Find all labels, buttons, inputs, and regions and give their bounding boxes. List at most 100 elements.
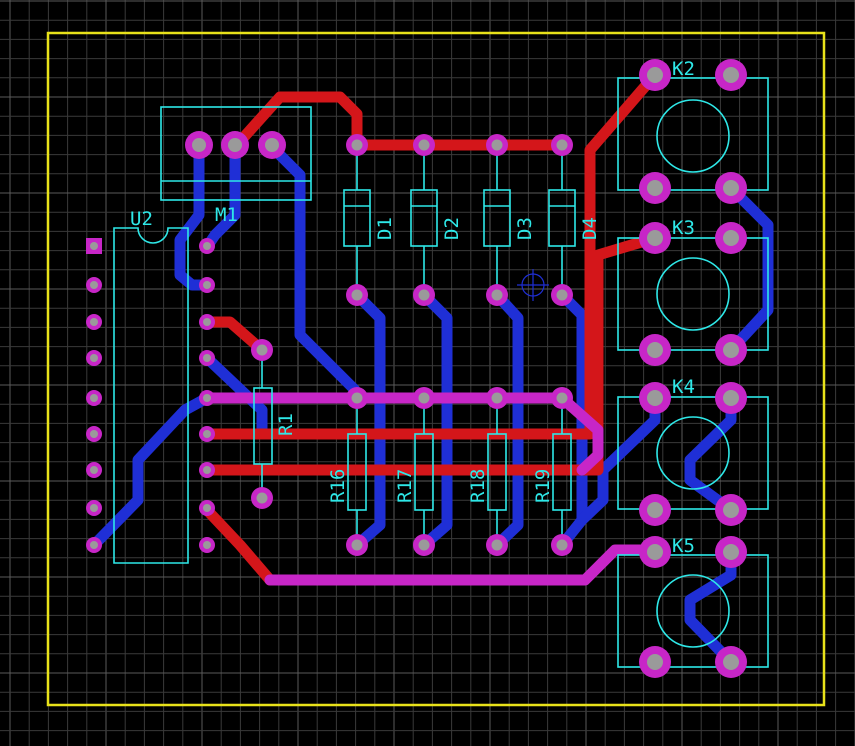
silkscreen-layer	[113, 77, 769, 668]
m1-outline	[160, 106, 312, 201]
u2-pad-hole	[203, 466, 211, 474]
label-u2: U2	[130, 208, 153, 230]
u2-pad-hole	[203, 354, 211, 362]
bottom-trace	[174, 141, 213, 291]
key-pad-hole	[723, 342, 739, 358]
diode-pad-hole	[418, 139, 430, 151]
k3-outline	[617, 237, 769, 351]
bottom-trace	[351, 289, 386, 551]
label-d2: D2	[441, 217, 463, 240]
key-pad-hole	[723, 67, 739, 83]
bottom-trace	[88, 392, 213, 551]
u2-pad-hole	[203, 430, 211, 438]
u2-pad-hole	[90, 394, 98, 402]
r1-outline	[253, 387, 273, 465]
label-r18: R18	[467, 469, 489, 503]
label-m1: M1	[215, 204, 238, 226]
bottom-trace	[418, 289, 453, 551]
u2-pad-hole	[90, 281, 98, 289]
silkscreen-labels: U2 M1 R1 D1 D2 D3 D4 R16 R17 R18 R19 K2 …	[130, 58, 695, 557]
key-pad-hole	[723, 180, 739, 196]
diode-pad-hole	[556, 139, 568, 151]
m1-pad-hole	[192, 138, 206, 152]
r1-pad-hole	[256, 344, 268, 356]
u2-pad-hole	[203, 504, 211, 512]
u2-pad-hole	[90, 318, 98, 326]
resistor-pad-hole	[491, 392, 503, 404]
label-d1: D1	[374, 217, 396, 240]
key-pad-hole	[723, 390, 739, 406]
d3-outline	[483, 145, 511, 295]
key-pad-hole	[723, 544, 739, 560]
resistor-pad-hole	[351, 392, 363, 404]
key-pad-hole	[647, 654, 663, 670]
u2-pad-hole	[203, 281, 211, 289]
diode-pad-hole	[491, 289, 503, 301]
diode-pad-hole	[491, 139, 503, 151]
label-k2: K2	[672, 58, 695, 80]
u2-pad-hole	[90, 430, 98, 438]
magenta-trace	[201, 392, 604, 476]
top-trace	[201, 69, 661, 440]
m1-pad-hole	[228, 138, 242, 152]
top-trace	[229, 91, 363, 153]
u2-outline	[113, 227, 189, 564]
m1-pad-hole	[265, 138, 279, 152]
bottom-trace	[684, 546, 737, 668]
label-r1: R1	[275, 413, 297, 436]
bottom-trace	[266, 141, 361, 404]
u2-pad-hole	[90, 541, 98, 549]
u2-pad-hole	[90, 466, 98, 474]
pads-layer	[86, 59, 747, 678]
u2-pad-hole	[203, 541, 211, 549]
key-pad-hole	[723, 654, 739, 670]
bottom-trace	[201, 352, 268, 438]
r1-pad-hole	[256, 492, 268, 504]
top-trace	[201, 504, 276, 586]
u2-pad-hole	[203, 242, 211, 250]
resistor-pad-hole	[556, 539, 568, 551]
key-pad-hole	[647, 502, 663, 518]
d2-outline	[410, 145, 438, 295]
diode-pad-hole	[351, 139, 363, 151]
key-pad-hole	[647, 390, 663, 406]
diode-pad-hole	[556, 289, 568, 301]
key-pad-hole	[647, 544, 663, 560]
key-pad-hole	[647, 67, 663, 83]
magenta-trace	[264, 544, 661, 586]
label-d3: D3	[514, 217, 536, 240]
resistor-pad-hole	[491, 539, 503, 551]
label-r19: R19	[532, 469, 554, 503]
u2-pad-hole	[203, 318, 211, 326]
resistor-pad-hole	[418, 539, 430, 551]
u2-pad-hole	[90, 354, 98, 362]
k4-outline	[617, 396, 769, 510]
u2-pin1-hole	[90, 242, 98, 250]
u2-pad-hole	[90, 504, 98, 512]
k2-outline	[617, 77, 769, 191]
key-pad-hole	[723, 502, 739, 518]
bottom-trace	[684, 392, 737, 516]
resistor-pad-hole	[418, 392, 430, 404]
label-r17: R17	[394, 469, 416, 503]
label-r16: R16	[327, 469, 349, 503]
d4-outline	[548, 145, 576, 295]
origin-marker	[517, 269, 549, 301]
label-k5: K5	[672, 535, 695, 557]
label-k3: K3	[672, 217, 695, 239]
k5-outline	[617, 554, 769, 668]
label-k4: K4	[672, 376, 695, 398]
diode-pad-hole	[351, 289, 363, 301]
key-pad-hole	[647, 342, 663, 358]
label-d4: D4	[579, 217, 601, 240]
key-pad-hole	[647, 230, 663, 246]
resistor-pad-hole	[351, 539, 363, 551]
d1-outline	[343, 145, 371, 295]
u2-pad-hole	[203, 394, 211, 402]
top-trace	[201, 232, 661, 476]
diode-pad-hole	[418, 289, 430, 301]
key-pad-hole	[723, 230, 739, 246]
board-outline	[46, 31, 826, 707]
